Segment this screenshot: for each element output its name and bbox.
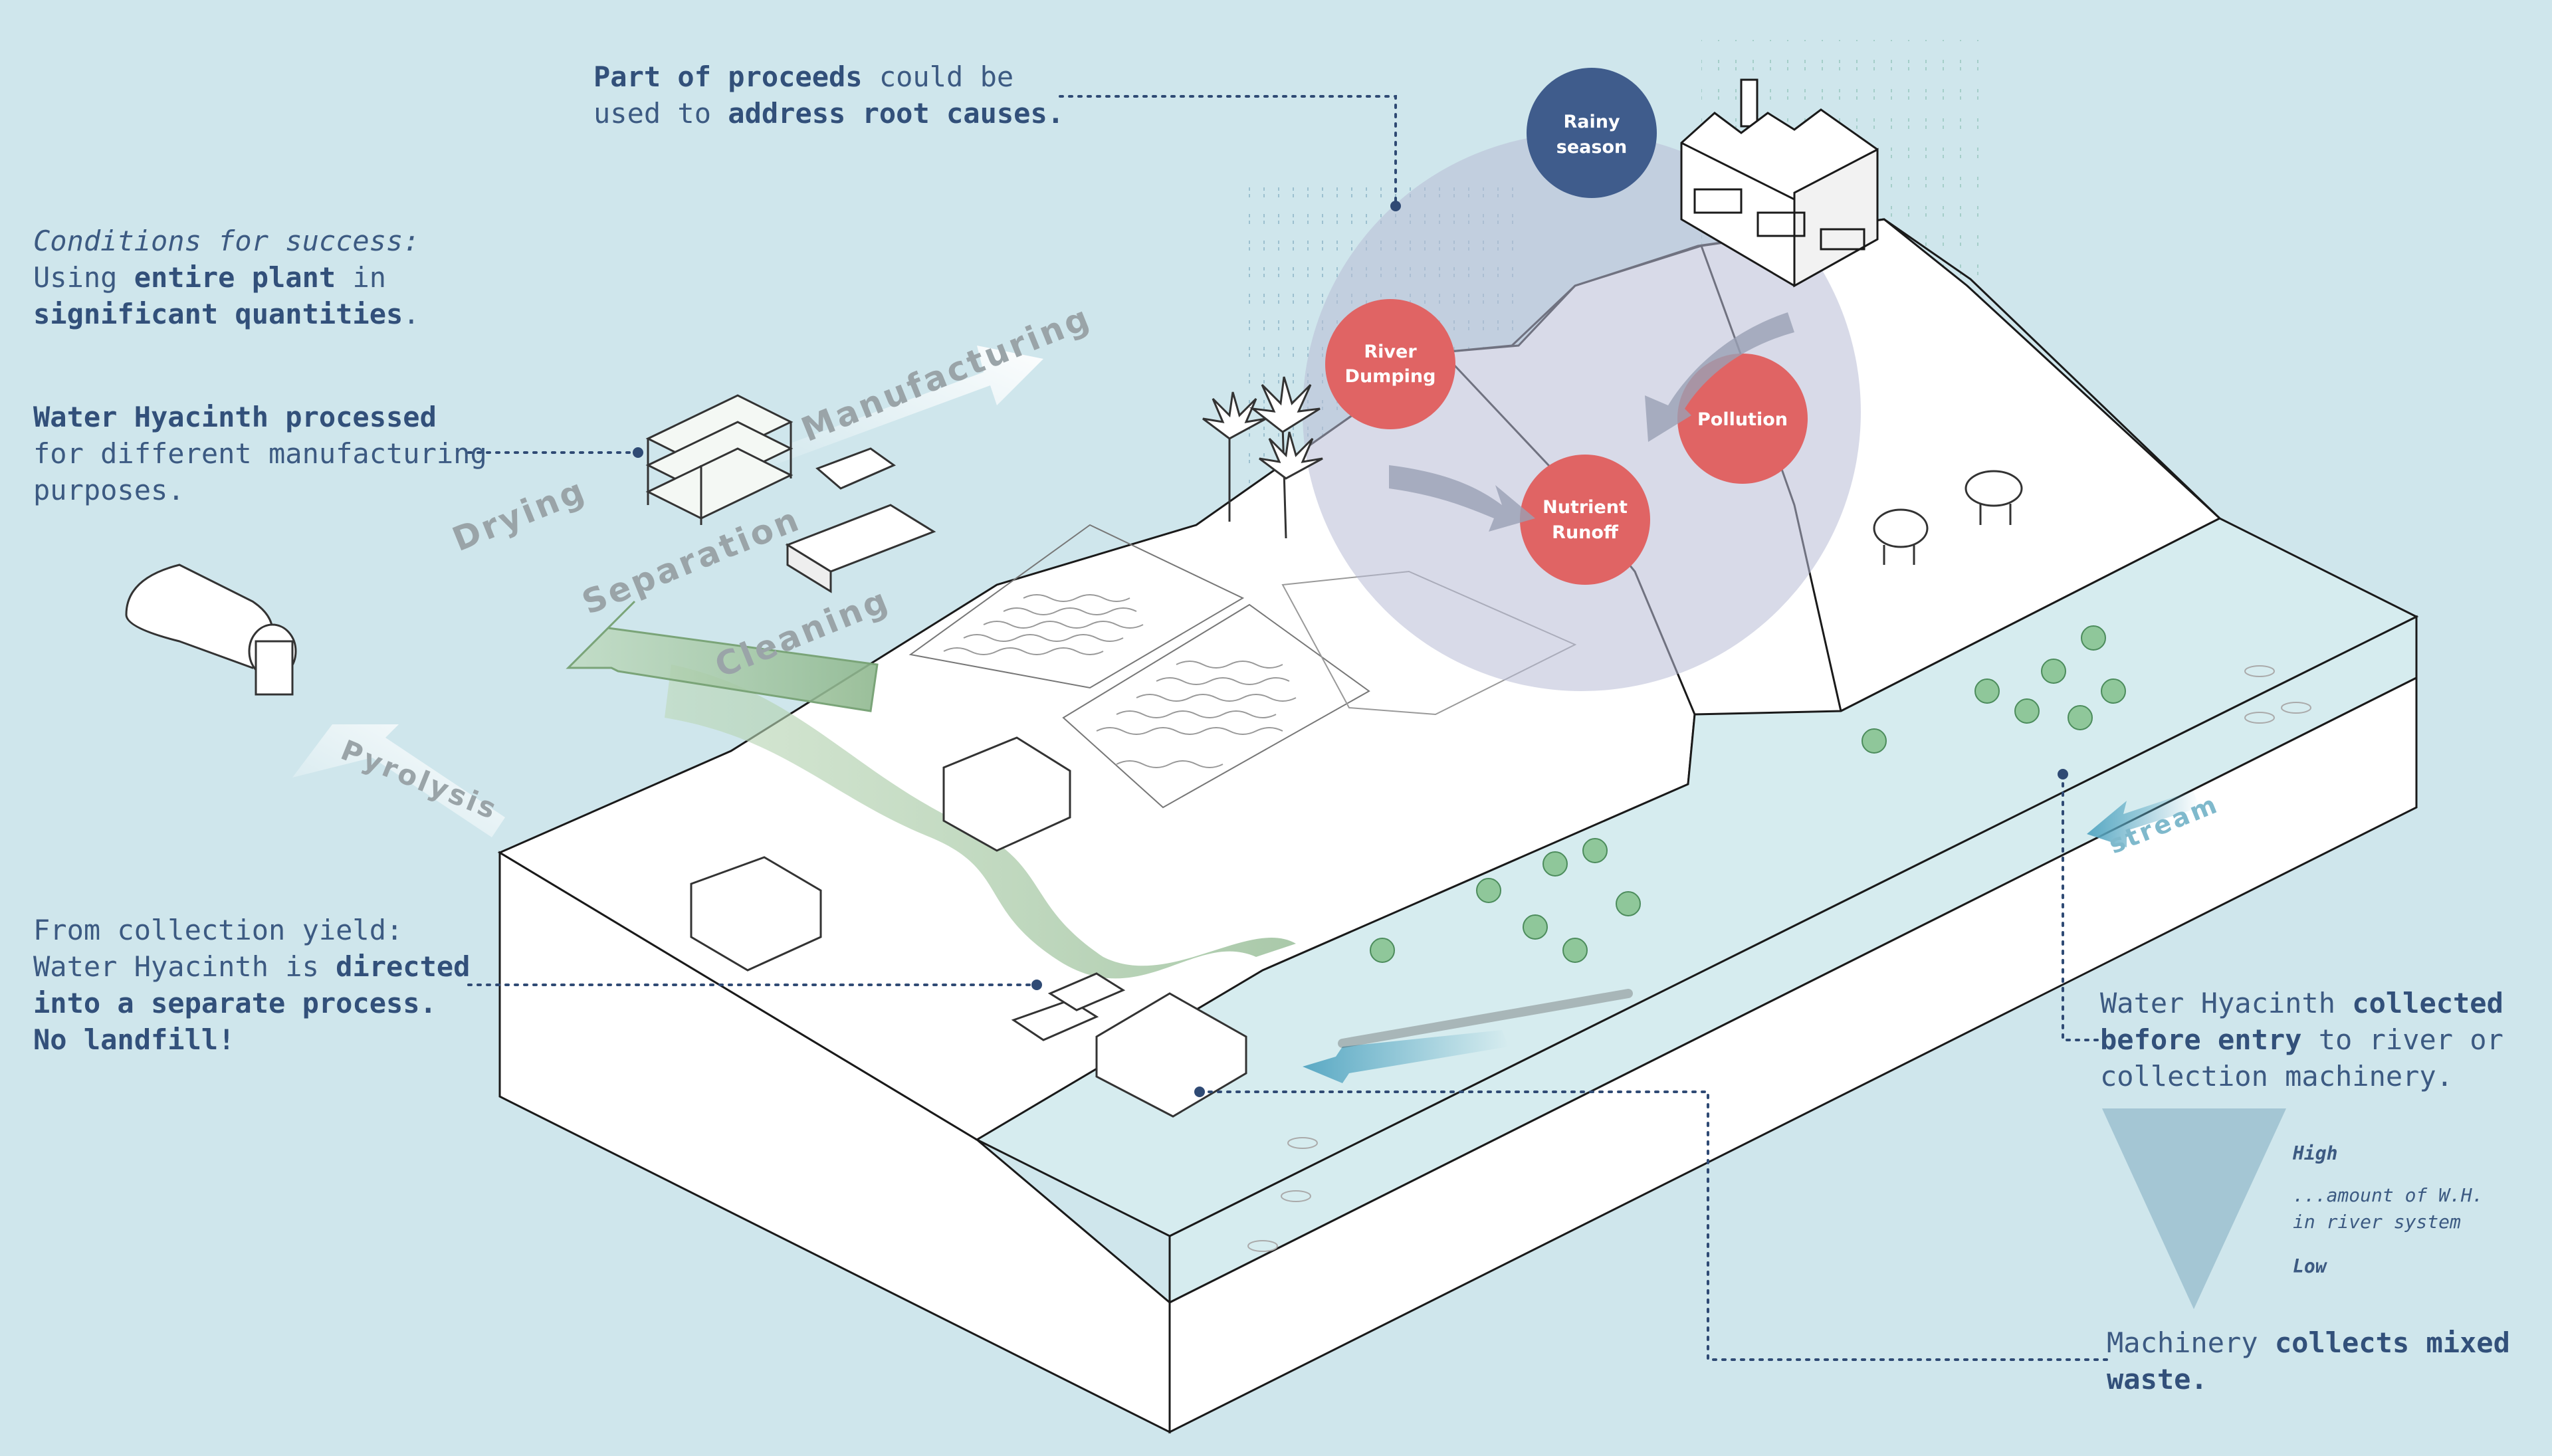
leader-dots xyxy=(633,201,2068,1097)
impact-zone-circle xyxy=(1303,133,1861,691)
note-proceeds: Part of proceeds could be used to addres… xyxy=(593,60,1065,130)
svg-text:season: season xyxy=(1556,137,1627,157)
palm-trees xyxy=(1202,376,1323,539)
collection-stream-arrow xyxy=(1303,1030,1509,1083)
svg-text:Pollution: Pollution xyxy=(1697,409,1788,430)
green-flow-river xyxy=(665,665,1296,979)
carts xyxy=(690,736,1247,1118)
note-processed: Water Hyacinth processed for different m… xyxy=(33,401,487,506)
runoff-flow-arrow xyxy=(1389,465,1535,532)
manufacturing-arrow xyxy=(731,346,1043,478)
water-hyacinth-plants xyxy=(1370,625,2126,963)
svg-text:Dumping: Dumping xyxy=(1345,366,1436,387)
svg-text:River: River xyxy=(1364,342,1417,362)
label-manufacturing: Manufacturing xyxy=(796,298,1097,449)
label-separation: Separation xyxy=(577,500,806,622)
collection-pipe xyxy=(1338,989,1633,1048)
green-process-arrow xyxy=(566,600,879,712)
legend-high: High xyxy=(2292,1142,2337,1164)
cows xyxy=(1873,470,2023,565)
bubble-rainy-season: Rainy season xyxy=(1527,68,1657,198)
label-pyrolysis: Pyrolysis xyxy=(336,734,503,826)
field-2 xyxy=(1062,603,1370,809)
bubble-pollution: Pollution xyxy=(1677,354,1808,484)
processing-bins xyxy=(785,447,936,593)
note-collection: From collection yield: Water Hyacinth is… xyxy=(33,914,471,1056)
note-machinery: Machinery collects mixed waste. xyxy=(2107,1326,2510,1396)
fish xyxy=(1247,665,2311,1252)
factory-building xyxy=(1680,78,1879,288)
legend-low: Low xyxy=(2293,1255,2328,1277)
note-collected: Water Hyacinth collected before entry to… xyxy=(2100,987,2503,1092)
legend-desc-line2: in river system xyxy=(2293,1211,2461,1233)
drying-racks xyxy=(645,394,794,525)
leader-lines xyxy=(467,95,2108,1361)
svg-text:Runoff: Runoff xyxy=(1552,522,1619,543)
note-conditions: Conditions for success: Using entire pla… xyxy=(33,225,420,330)
svg-text:Nutrient: Nutrient xyxy=(1542,497,1628,518)
bubble-river-dumping: River Dumping xyxy=(1325,299,1455,429)
svg-text:Rainy: Rainy xyxy=(1563,112,1620,132)
pollution-flow-arrow xyxy=(1645,312,1794,442)
amount-legend-triangle xyxy=(2102,1108,2286,1309)
field-1 xyxy=(908,524,1245,689)
legend-desc-line1: ...amount of W.H. xyxy=(2293,1184,2484,1206)
field-waves xyxy=(943,594,1297,768)
block-front-face xyxy=(1168,676,2418,1434)
pyrolysis-arrow xyxy=(292,724,505,837)
pyrolysis-unit xyxy=(125,564,297,696)
stream-arrow-right xyxy=(2087,791,2200,847)
bubble-nutrient-runoff: Nutrient Runoff xyxy=(1520,455,1650,585)
